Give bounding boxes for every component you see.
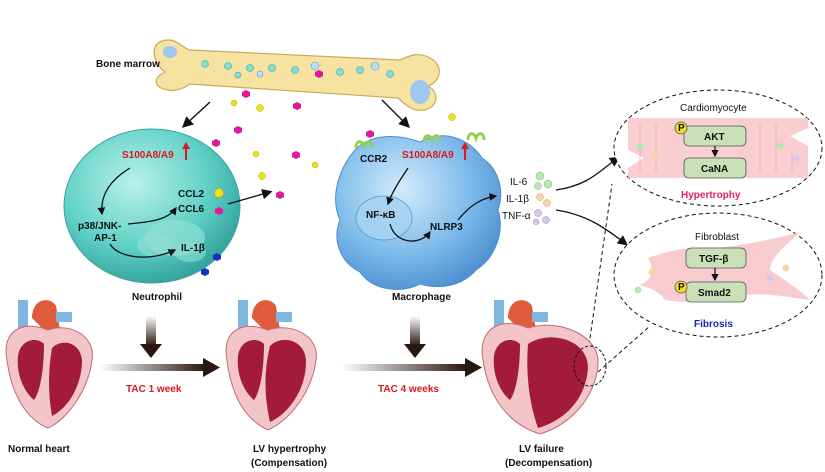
bone-marrow-label: Bone marrow: [96, 59, 160, 70]
compensation-label: (Compensation): [251, 458, 327, 469]
decompensation-label: (Decompensation): [505, 458, 592, 469]
lv-failure-heart-icon: [481, 300, 607, 435]
p38-label: p38/JNK-: [78, 221, 121, 232]
ccl6-dot: [215, 207, 223, 215]
lv-hypertrophy-heart-icon: [225, 300, 317, 431]
tgfb-label: TGF-β: [699, 254, 728, 265]
neutrophil-s100-label: S100A8/A9: [122, 150, 174, 161]
fibrosis-label: Fibrosis: [694, 319, 733, 330]
il1b-dots: [201, 253, 221, 276]
arrow-to-fibroblast: [555, 209, 629, 246]
il6-label: IL-6: [510, 177, 528, 188]
connector-top: [587, 183, 613, 353]
cytokine-dots: [532, 171, 553, 226]
akt-label: AKT: [704, 132, 725, 143]
il1b-label: IL-1β: [506, 194, 529, 205]
fibroblast-panel: [613, 212, 823, 338]
ccl6-label: CCL6: [178, 204, 205, 215]
down-arrow-macrophage: [404, 316, 426, 358]
ccl2-dot: [214, 188, 224, 198]
macrophage-label: Macrophage: [392, 292, 451, 303]
up-arrow-head-icon-2: [461, 142, 469, 149]
macrophage-cell: [335, 135, 502, 290]
hypertrophy-label: Hypertrophy: [681, 190, 741, 201]
tnfa-label: TNF-α: [502, 211, 531, 222]
arrow-bone-to-macrophage: [381, 99, 410, 128]
s100-particles: [212, 70, 456, 199]
smad2-label: Smad2: [698, 288, 731, 299]
fibroblast-label: Fibroblast: [695, 232, 739, 243]
cana-label: CaNA: [701, 164, 728, 175]
down-arrow-neutrophil: [140, 316, 162, 358]
phospho-icon: P: [678, 123, 685, 134]
arrow-to-cardiomyocyte: [555, 156, 621, 191]
normal-heart-label: Normal heart: [8, 444, 70, 455]
cardiomyocyte-label: Cardiomyocyte: [680, 103, 747, 114]
phospho-icon-2: P: [678, 282, 685, 293]
bone-icon: [153, 39, 440, 111]
ccr2-receptor-icon: [354, 132, 486, 151]
tac4-arrow: [342, 358, 482, 377]
ccr2-label: CCR2: [360, 154, 388, 165]
arrow-p38-to-ccl: [127, 206, 177, 225]
macrophage-s100-label: S100A8/A9: [402, 150, 454, 161]
arrow-nlrp3-to-cytokines: [457, 193, 498, 221]
neutrophil-label: Neutrophil: [132, 292, 182, 303]
lv-hypertrophy-label: LV hypertrophy: [253, 444, 327, 455]
neutrophil-il1b-label: IL-1β: [181, 243, 205, 254]
normal-heart-icon: [5, 300, 93, 429]
ccl2-label: CCL2: [178, 189, 205, 200]
arrow-s100-to-p38: [97, 167, 131, 216]
up-arrow-head-icon: [182, 142, 190, 149]
arrow-neutrophil-secretion: [227, 189, 273, 205]
cardiomyocyte-panel: [613, 89, 823, 207]
tac1-arrow: [100, 358, 220, 377]
lv-failure-label: LV failure: [519, 444, 564, 455]
ap1-label: AP-1: [94, 233, 117, 244]
tac1-label: TAC 1 week: [126, 384, 182, 395]
nfkb-label: NF-κB: [366, 210, 395, 221]
arrow-nfkb-to-nlrp3: [389, 223, 431, 242]
arrow-s100-to-nfkb: [386, 167, 409, 206]
nlrp3-label: NLRP3: [430, 222, 463, 233]
arrow-ap1-to-il1b: [109, 243, 177, 258]
neutrophil-cell: [63, 128, 241, 284]
tac4-label: TAC 4 weeks: [378, 384, 439, 395]
arrow-bone-to-neutrophil: [181, 101, 211, 128]
connector-bottom: [597, 325, 651, 373]
